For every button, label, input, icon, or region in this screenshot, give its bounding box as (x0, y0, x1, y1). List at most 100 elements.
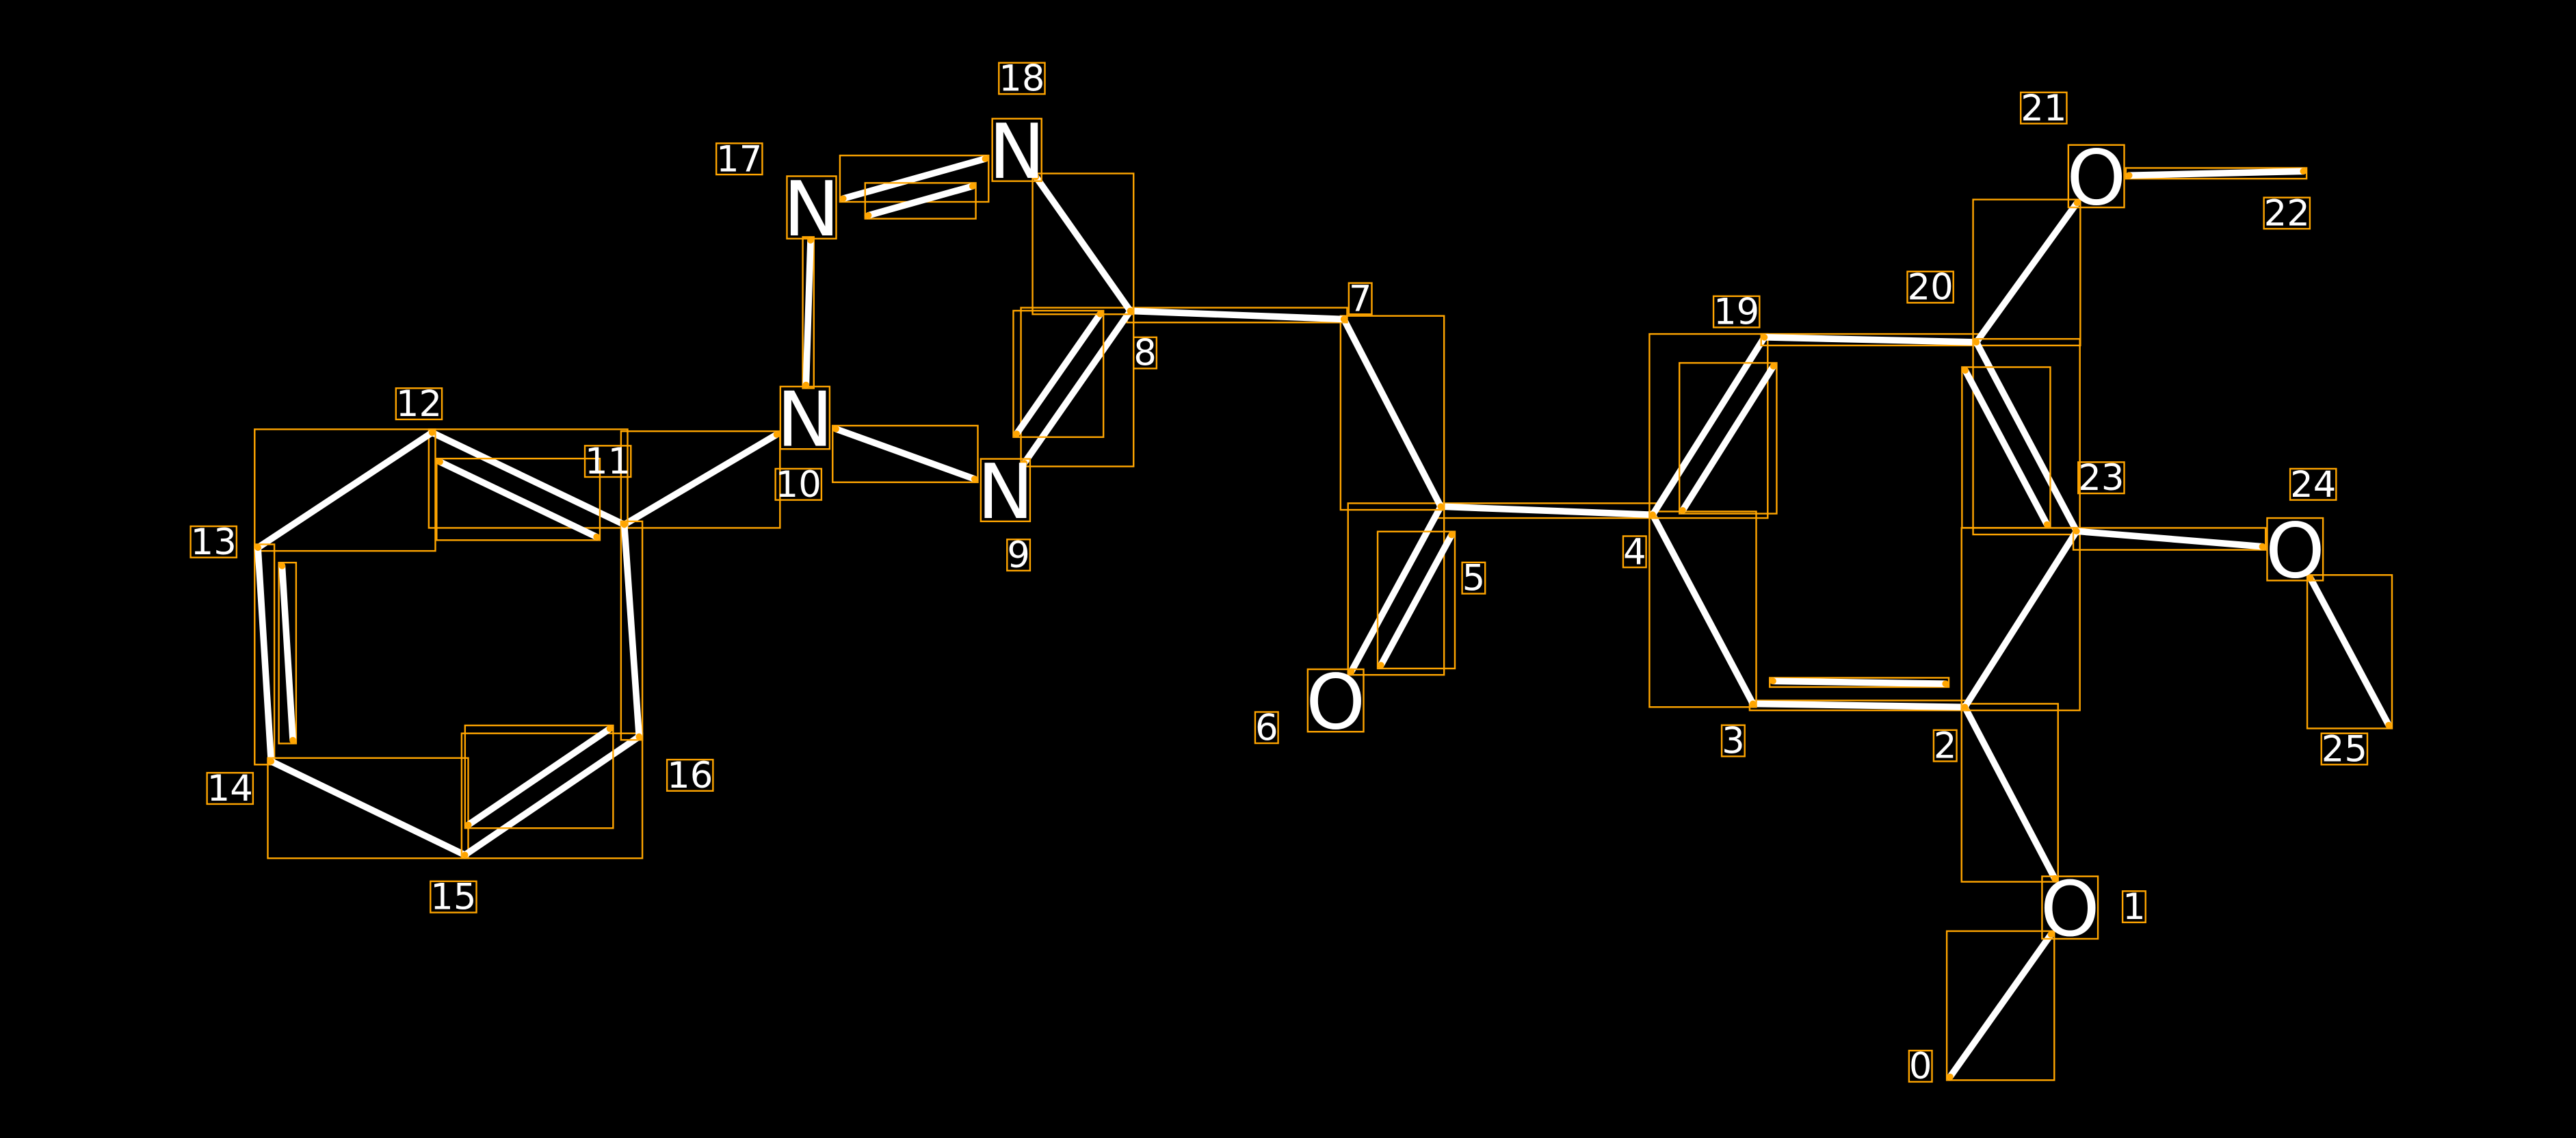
atom-index-label: 21 (2021, 88, 2066, 129)
bond-19-20 (1761, 334, 1980, 346)
bond-endpoint (2073, 528, 2080, 535)
atom-index-box (1906, 270, 1954, 304)
bond-4-19-box (1648, 333, 1769, 519)
atom-index-label: 20 (1907, 267, 1953, 309)
atom-index-box (774, 467, 823, 501)
bond-endpoint (267, 758, 275, 765)
bond-21-22 (2125, 168, 2307, 179)
bond-4-5 (1437, 503, 1657, 519)
atom-index-label: 2 (1934, 725, 1957, 767)
bond-12-13 (254, 429, 436, 552)
bond-18-8-box (1031, 172, 1135, 315)
bond-9-10 (832, 426, 978, 482)
atom-symbol: N (988, 108, 1045, 196)
bond-endpoint (1947, 1073, 1954, 1081)
atom-index-box (1133, 336, 1158, 370)
bond-endpoint (620, 521, 628, 528)
atom-index-label: 5 (1462, 558, 1486, 599)
atom-index-label: 11 (585, 441, 631, 482)
atom-index-box (1622, 535, 1647, 569)
atom-index-box (2077, 461, 2125, 495)
bond-4-19-second-line-box (1679, 362, 1778, 515)
bond-endpoint (436, 458, 443, 465)
bond-5-6 (1348, 503, 1445, 675)
bond-23-2 (1961, 528, 2080, 711)
bond-17-18-second-line-box (864, 182, 977, 220)
bond-13-14-box (254, 543, 276, 766)
atom-symbol-box (2067, 144, 2125, 209)
atom-index-label: 4 (1623, 531, 1646, 573)
bond-20-23-box (1972, 338, 2081, 536)
bond-5-7-box (1339, 315, 1445, 511)
bond-endpoint (606, 725, 614, 732)
atom-symbol: O (2265, 508, 2325, 596)
bond-endpoint (2125, 172, 2133, 179)
atom-index-box (583, 445, 632, 478)
bond-2-3-second-line-box (1769, 677, 1950, 688)
bond-9-10-box (832, 424, 979, 483)
atom-symbol: N (777, 376, 834, 464)
bond-20-21-box (1972, 198, 2081, 347)
atom-index-label: 3 (1722, 721, 1745, 762)
atom-index-label: 17 (716, 138, 762, 180)
bond-11-12-second-line-box (436, 457, 601, 541)
atom-symbol-box (2266, 517, 2324, 582)
bond-endpoint (2300, 168, 2307, 175)
bond-14-15-box (267, 757, 469, 859)
bond-endpoint (1770, 677, 1776, 685)
bond-endpoint (1649, 511, 1656, 519)
atom-index-label: 9 (1007, 534, 1030, 576)
atom-index-label: 25 (2322, 729, 2367, 771)
atom-index-box (395, 387, 443, 421)
bond-24-25-box (2306, 574, 2393, 729)
bond-23-2-box (1960, 527, 2081, 712)
bond-endpoint (1973, 339, 1980, 346)
bonds-layer (254, 154, 2393, 1081)
bond-5-7 (1340, 315, 1445, 510)
bond-8-9-second-line-box (1012, 309, 1105, 438)
bond-13-14-second-line-box (278, 561, 298, 745)
atom-symbol-box (786, 175, 837, 240)
bond-17-18-second-line (865, 183, 976, 219)
atom-index-label: 0 (1909, 1046, 1932, 1087)
atom-symbol-box (779, 385, 831, 450)
atom-index-box (1712, 295, 1761, 328)
bond-2-3 (1749, 700, 1969, 711)
atom-index-label: 10 (776, 464, 822, 506)
atom-index-label: 8 (1133, 333, 1157, 374)
bond-8-9 (1021, 307, 1134, 467)
bond-23-24-box (2072, 527, 2267, 551)
bond-10-11 (620, 431, 780, 528)
bond-endpoint (461, 851, 469, 859)
bond-14-15 (267, 758, 469, 859)
atom-index-label: 6 (1255, 707, 1278, 749)
atom-index-box (715, 142, 763, 176)
bond-1-2 (1961, 703, 2058, 882)
bond-endpoint (773, 431, 780, 438)
bond-endpoint (2073, 199, 2081, 207)
bond-20-23-second-line (1962, 367, 2051, 528)
atom-symbol: O (2066, 134, 2126, 222)
bond-13-14 (254, 544, 275, 765)
bond-endpoint (1013, 430, 1021, 437)
bond-10-17-box (802, 236, 815, 389)
atom-index-box (666, 758, 714, 792)
atom-symbol-box (1306, 668, 1365, 733)
bond-11-12-box (428, 428, 629, 529)
bond-endpoint (2259, 543, 2266, 550)
bond-15-16-box (460, 732, 644, 859)
atom-index-box (206, 772, 254, 805)
bond-endpoint (254, 544, 261, 552)
atom-index-box (2019, 91, 2068, 125)
bond-endpoint (2047, 931, 2055, 938)
atom-index-label: 15 (430, 877, 476, 918)
bond-16-11-box (620, 520, 644, 741)
bond-endpoint (839, 195, 847, 202)
bond-11-12-second-line (436, 458, 600, 541)
bond-13-14-second-line (278, 562, 296, 744)
bond-endpoint (278, 562, 286, 569)
bond-3-4-box (1648, 510, 1757, 708)
atom-index-box (998, 62, 1046, 95)
